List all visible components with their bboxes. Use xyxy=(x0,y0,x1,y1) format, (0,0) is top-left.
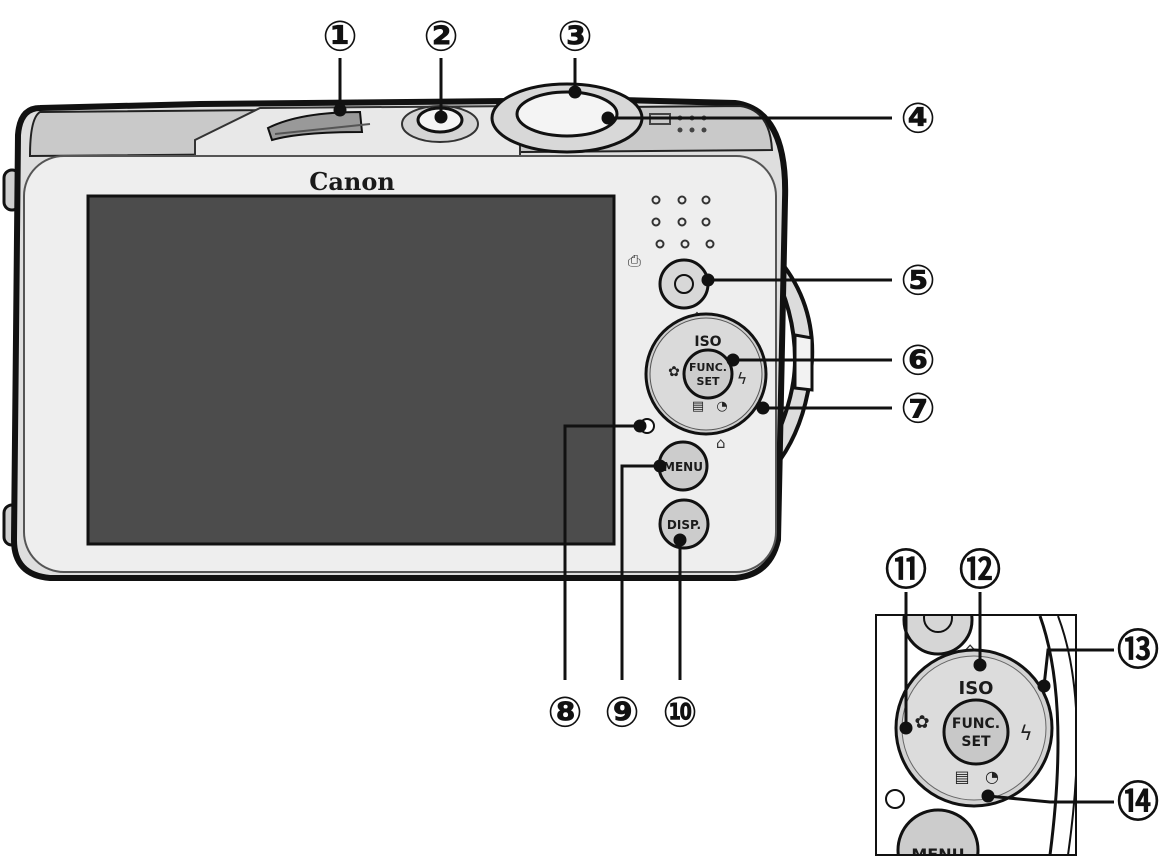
callout-11: ⑪ xyxy=(885,546,927,595)
callout-13: ⑬ xyxy=(1117,626,1159,675)
inset-closeup: MENU ⌂ ISO ✿ ϟ ▤ ◔ FUNC. SET xyxy=(875,614,1077,859)
callout-4: ④ xyxy=(900,94,936,143)
inset-func-label: FUNC. xyxy=(952,716,1000,732)
iso-label: ISO xyxy=(694,334,721,350)
callout-10: ⑩ xyxy=(662,688,698,737)
erase-icon: ⌂ xyxy=(716,434,726,452)
inset-leader-lines xyxy=(899,592,1114,804)
disp-label: DISP. xyxy=(667,518,701,532)
self-timer-icon: ◔ xyxy=(716,399,727,414)
shutter-button[interactable] xyxy=(515,90,619,138)
callout-3: ③ xyxy=(557,12,593,61)
func-label: FUNC. xyxy=(689,361,727,374)
set-label: SET xyxy=(697,375,720,388)
callout-7: ⑦ xyxy=(900,384,936,433)
callout-8: ⑧ xyxy=(547,688,583,737)
speaker-grille xyxy=(651,195,715,249)
inset-set-label: SET xyxy=(961,734,991,750)
callout-6: ⑥ xyxy=(900,336,936,385)
callout-2: ② xyxy=(423,12,459,61)
callout-1: ① xyxy=(322,12,358,61)
callout-9: ⑨ xyxy=(604,688,640,737)
continuous-shooting-icon: ▤ xyxy=(692,399,704,414)
inset-self-timer-icon: ◔ xyxy=(985,767,999,786)
inset-func-set-button xyxy=(942,698,1010,766)
menu-label: MENU xyxy=(663,460,703,474)
func-set-button[interactable]: FUNC. SET xyxy=(682,348,734,400)
callout-12: ⑫ xyxy=(959,546,1001,595)
disp-button[interactable]: DISP. xyxy=(658,498,710,550)
inset-iso-label: ISO xyxy=(959,678,994,699)
mode-switch[interactable] xyxy=(266,110,371,142)
brand-logo: Canon xyxy=(309,167,395,196)
inset-indicator-lamp xyxy=(885,789,905,809)
callout-5: ⑤ xyxy=(900,256,936,305)
flash-icon: ϟ xyxy=(737,369,748,388)
lcd-screen xyxy=(86,194,616,546)
callout-14: ⑭ xyxy=(1117,778,1159,827)
print-icon: ⎙ xyxy=(628,251,641,270)
inset-flash-icon: ϟ xyxy=(1019,721,1032,745)
leader-lines xyxy=(333,58,892,680)
inset-macro-icon: ✿ xyxy=(914,712,929,733)
callout-numbers: ① ② ③ ④ ⑤ ⑥ ⑦ ⑧ ⑨ ⑩ ⑪ ⑫ ⑬ ⑭ xyxy=(322,12,1159,827)
macro-icon: ✿ xyxy=(668,364,680,380)
inset-continuous-icon: ▤ xyxy=(954,767,969,786)
inset-menu-label: MENU xyxy=(911,845,964,859)
